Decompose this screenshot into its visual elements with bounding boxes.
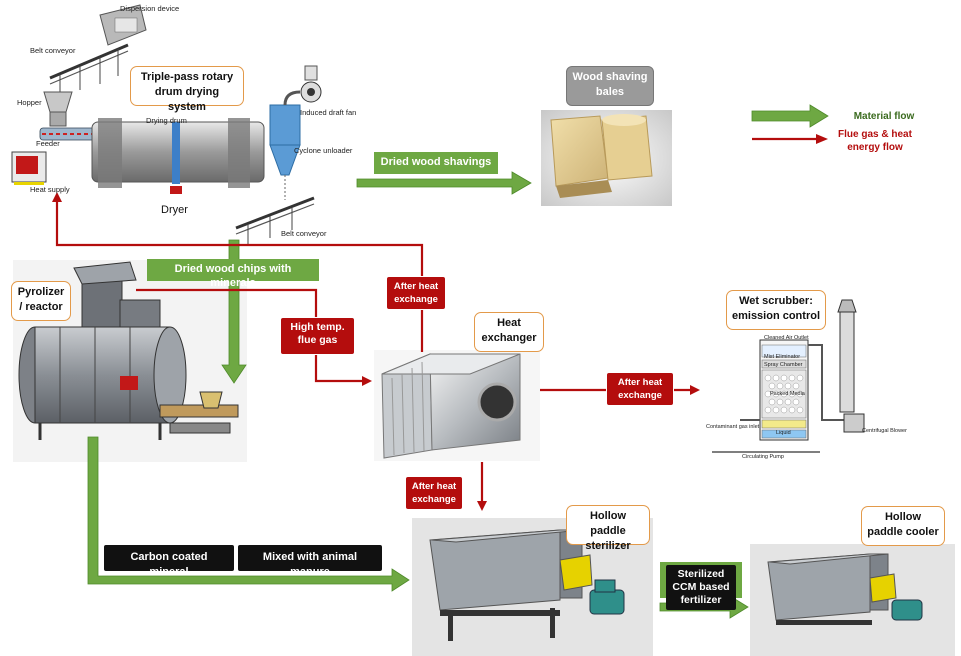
wet-scrubber-illustration	[704, 297, 902, 461]
dried-chips-label: Dried wood chips with minerals	[147, 259, 319, 289]
scrubber-spray: Spray Chamber	[764, 362, 803, 368]
induced-draft-fan-label: Induced draft fan	[300, 108, 357, 117]
dryer-system-illustration	[11, 4, 322, 244]
dryer-label: Dryer	[161, 204, 188, 216]
carbon-coated-label: Carbon coated mineral	[104, 545, 234, 578]
wood-bales-photo	[541, 110, 672, 206]
arrow-carbon-coated	[87, 436, 410, 592]
feeder-label: Feeder	[36, 139, 60, 148]
legend-material-arrow	[751, 104, 829, 128]
dispersion-device-label: Dispersion device	[120, 4, 180, 13]
heat-exchanger-illustration	[374, 350, 540, 461]
high-temp-label: High temp. flue gas	[280, 317, 355, 355]
heat-exchanger-title: Heat exchanger	[474, 312, 544, 352]
cooler-illustration	[750, 544, 955, 656]
after-heat-right-label: After heat exchange	[606, 372, 674, 406]
scrubber-packed: Packed Media	[770, 391, 805, 397]
mixed-manure-label: Mixed with animal manure	[238, 545, 382, 578]
scrubber-mist: Mist Eliminator	[764, 354, 801, 360]
after-heat-down-label: After heat exchange	[405, 476, 463, 510]
hollow-sterilizer-title: Hollow paddle sterilizer	[566, 505, 650, 552]
dryer-system-title: Triple-pass rotary drum drying system	[130, 66, 244, 113]
sterilizer-illustration	[412, 518, 653, 656]
hopper-label: Hopper	[17, 98, 42, 107]
heat-supply-label: Heat supply	[30, 185, 70, 194]
arrow-dried-shavings	[356, 171, 532, 195]
scrubber-clean-air: Cleaned Air Outlet	[764, 335, 809, 341]
scrubber-pump: Circulating Pump	[742, 454, 784, 460]
pyrolizer-title: Pyrolizer / reactor	[11, 281, 71, 321]
wood-bales-title: Wood shaving bales	[566, 66, 654, 106]
scrubber-contaminant: Contaminant gas inlet	[706, 424, 760, 430]
sterilized-label: Sterilized CCM based fertilizer	[660, 562, 742, 610]
belt-conveyor-top-label: Belt conveyor	[30, 46, 76, 55]
drying-drum-label: Drying drum	[146, 116, 187, 125]
cyclone-unloader-label: Cyclone unloader	[294, 146, 353, 155]
after-heat-top-label: After heat exchange	[386, 276, 446, 310]
sterilized-label-text: Sterilized CCM based fertilizer	[666, 565, 736, 610]
scrubber-blower: Centrifugal Blower	[862, 428, 907, 434]
dried-shavings-label: Dried wood shavings	[374, 152, 498, 174]
wet-scrubber-title: Wet scrubber: emission control	[726, 290, 826, 330]
belt-conveyor-bottom-label: Belt conveyor	[281, 229, 327, 238]
legend-material-text: Material flow	[853, 111, 915, 122]
scrubber-liquid: Liquid	[776, 430, 791, 436]
hollow-cooler-title: Hollow paddle cooler	[861, 506, 945, 546]
legend-flue-text: Flue gas & heat energy flow	[838, 129, 912, 153]
